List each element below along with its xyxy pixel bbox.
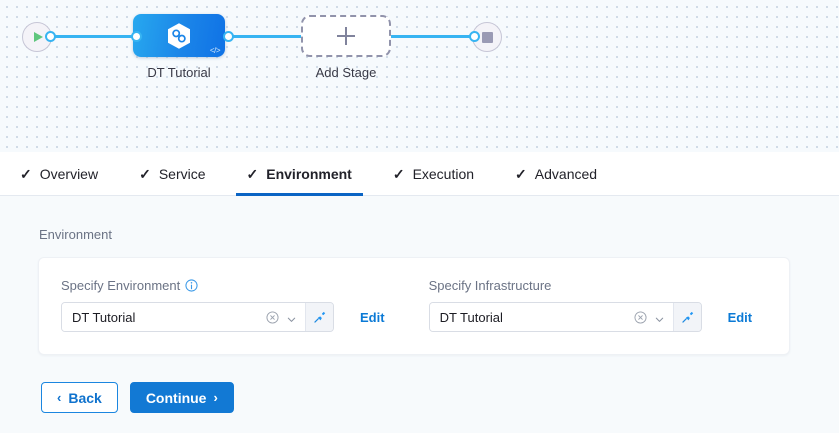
tab-advanced-label: Advanced [534, 165, 598, 182]
tab-overview[interactable]: ✓ Overview [20, 152, 98, 195]
specify-infrastructure-select[interactable]: DT Tutorial [429, 303, 673, 331]
tab-overview-label: Overview [39, 165, 99, 182]
info-icon[interactable] [185, 279, 198, 292]
check-icon: ✓ [20, 165, 32, 182]
clear-circle-icon[interactable] [266, 310, 279, 324]
edge-start-to-stage [44, 35, 140, 38]
check-icon: ✓ [246, 165, 259, 182]
continue-button-label: Continue [145, 389, 207, 406]
specify-environment-label-text: Specify Environment [61, 278, 181, 293]
end-node-input-port[interactable] [469, 31, 480, 42]
specify-infrastructure-pin-button[interactable] [672, 303, 701, 331]
tab-service[interactable]: ✓ Service [139, 152, 205, 195]
specify-environment-label: Specify Environment [61, 278, 385, 293]
check-icon: ✓ [392, 165, 405, 182]
tab-execution[interactable]: ✓ Execution [393, 152, 474, 195]
check-icon: ✓ [139, 165, 151, 182]
tab-service-label: Service [158, 165, 206, 182]
chevron-left-icon: ‹ [57, 390, 62, 405]
environment-card: Specify Environment DT Tutorial [38, 257, 790, 355]
tab-advanced[interactable]: ✓ Advanced [515, 152, 597, 195]
edge-stage-to-add [228, 35, 302, 38]
add-stage-button[interactable] [301, 15, 391, 57]
edge-add-to-end [390, 35, 474, 38]
continue-button[interactable]: Continue › [129, 382, 234, 413]
stage-node-input-port[interactable] [131, 31, 142, 42]
environment-panel: Environment Specify Environment DT Tutor… [0, 196, 839, 433]
specify-environment-edit-link[interactable]: Edit [360, 309, 385, 325]
stage-node-dt-tutorial[interactable]: </> [133, 14, 225, 57]
specify-infrastructure-row: DT Tutorial [428, 302, 753, 332]
stage-node-output-port[interactable] [223, 31, 234, 42]
pipeline-canvas[interactable]: </> DT Tutorial Add Stage [0, 0, 839, 152]
field-specify-environment: Specify Environment DT Tutorial [61, 278, 385, 332]
add-stage-label: Add Stage [315, 65, 377, 80]
stage-node-label: DT Tutorial [147, 65, 211, 80]
chevron-down-icon[interactable] [286, 312, 297, 323]
chevron-down-icon[interactable] [654, 312, 665, 323]
section-title: Environment [39, 227, 112, 242]
stop-icon [481, 31, 493, 43]
check-icon: ✓ [515, 165, 527, 182]
back-button[interactable]: ‹ Back [41, 382, 118, 413]
specify-infrastructure-label-text: Specify Infrastructure [428, 278, 552, 293]
specify-environment-select[interactable]: DT Tutorial [62, 303, 305, 331]
specify-environment-pin-button[interactable] [305, 303, 333, 331]
specify-environment-value: DT Tutorial [72, 309, 136, 325]
specify-environment-row: DT Tutorial [61, 302, 385, 332]
play-icon [34, 32, 43, 42]
tab-environment-label: Environment [266, 165, 352, 182]
specify-infrastructure-value: DT Tutorial [439, 309, 503, 325]
specify-infrastructure-edit-link[interactable]: Edit [727, 309, 753, 325]
tab-execution-label: Execution [412, 165, 475, 182]
code-icon: </> [209, 46, 221, 55]
harness-hexagon-icon [168, 22, 190, 49]
stage-tabs: ✓ Overview ✓ Service ✓ Environment ✓ Exe… [0, 152, 839, 196]
start-node-output-port[interactable] [45, 31, 56, 42]
specify-infrastructure-label: Specify Infrastructure [429, 278, 753, 293]
wizard-footer: ‹ Back Continue › [0, 355, 839, 413]
specify-infrastructure-select-wrap: DT Tutorial [428, 302, 702, 332]
field-specify-infrastructure: Specify Infrastructure DT Tutorial [428, 278, 753, 332]
pin-icon [314, 311, 326, 323]
specify-environment-select-wrap: DT Tutorial [61, 302, 334, 332]
back-button-label: Back [68, 389, 102, 406]
clear-circle-icon[interactable] [634, 310, 647, 324]
plus-icon [337, 27, 355, 45]
pin-icon [681, 311, 693, 323]
tab-environment[interactable]: ✓ Environment [235, 152, 364, 196]
chevron-right-icon: › [213, 390, 218, 405]
